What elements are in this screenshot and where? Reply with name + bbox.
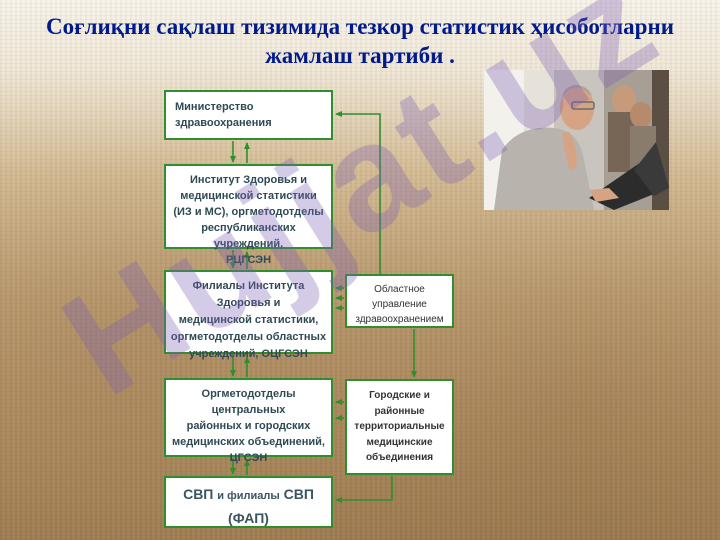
svp-box: СВП и филиалы СВП (ФАП) <box>164 476 333 528</box>
title-line-2: жамлаш тартиби . <box>265 43 455 68</box>
svp-line-2: (ФАП) <box>228 510 269 526</box>
ministry-label: Министерство здравоохранения <box>175 101 272 129</box>
orgmethod-box: Оргметодотделы центральных районных и го… <box>164 378 333 464</box>
svp-line-1: СВП и филиалы СВП <box>166 483 331 507</box>
svp-connector: и филиалы <box>217 490 280 502</box>
orgmethod-line-3: медицинских объединений, <box>172 436 325 448</box>
svp-abbr-2: СВП <box>283 486 314 502</box>
svp-abbr-1: СВП <box>183 486 214 502</box>
institute-line-4: республиканских учреждений, <box>201 222 296 250</box>
institute-box: Институт Здоровья и медицинской статисти… <box>164 164 333 266</box>
regional-line-1: Областное <box>374 284 425 295</box>
city-line-1: Городские и <box>369 390 430 401</box>
orgmethod-line-4: ЦГСЭН <box>229 452 268 464</box>
branches-line-2: медицинской статистики, <box>178 314 319 326</box>
regional-line-2: управление <box>372 299 427 310</box>
man-with-laptop-photo <box>484 70 669 210</box>
institute-line-2: медицинской статистики <box>180 190 317 202</box>
city-line-2: районные <box>374 405 425 417</box>
city-line-5: объединения <box>365 452 434 463</box>
city-line-4: медицинские <box>366 436 433 448</box>
regional-line-3: здравоохранением <box>355 314 444 325</box>
title-line-1: Соғлиқни сақлаш тизимида тезкор статисти… <box>46 14 674 39</box>
slide-title: Соғлиқни сақлаш тизимида тезкор статисти… <box>0 12 720 70</box>
institute-line-5: РЦГСЭН <box>225 254 272 266</box>
orgmethod-line-2: районных и городских <box>186 420 311 432</box>
branches-box: Филиалы Института Здоровья и медицинской… <box>164 270 333 360</box>
branches-line-3: оргметодотделы областных <box>170 331 327 343</box>
orgmethod-line-1: Оргметодотделы центральных <box>201 388 296 416</box>
ministry-box: Министерство здравоохранения <box>164 90 333 140</box>
institute-line-1: Институт Здоровья и <box>190 174 307 186</box>
city-line-3: территориальные <box>354 421 445 432</box>
branches-line-1: Филиалы Института Здоровья и <box>192 280 305 309</box>
city-box: Городские и районные территориальные мед… <box>345 379 454 475</box>
regional-box: Областное управление здравоохранением <box>345 274 454 328</box>
branches-line-4: учреждений, ОЦГСЭН <box>189 348 308 360</box>
institute-line-3: (ИЗ и МС), оргметодотделы <box>173 206 324 218</box>
